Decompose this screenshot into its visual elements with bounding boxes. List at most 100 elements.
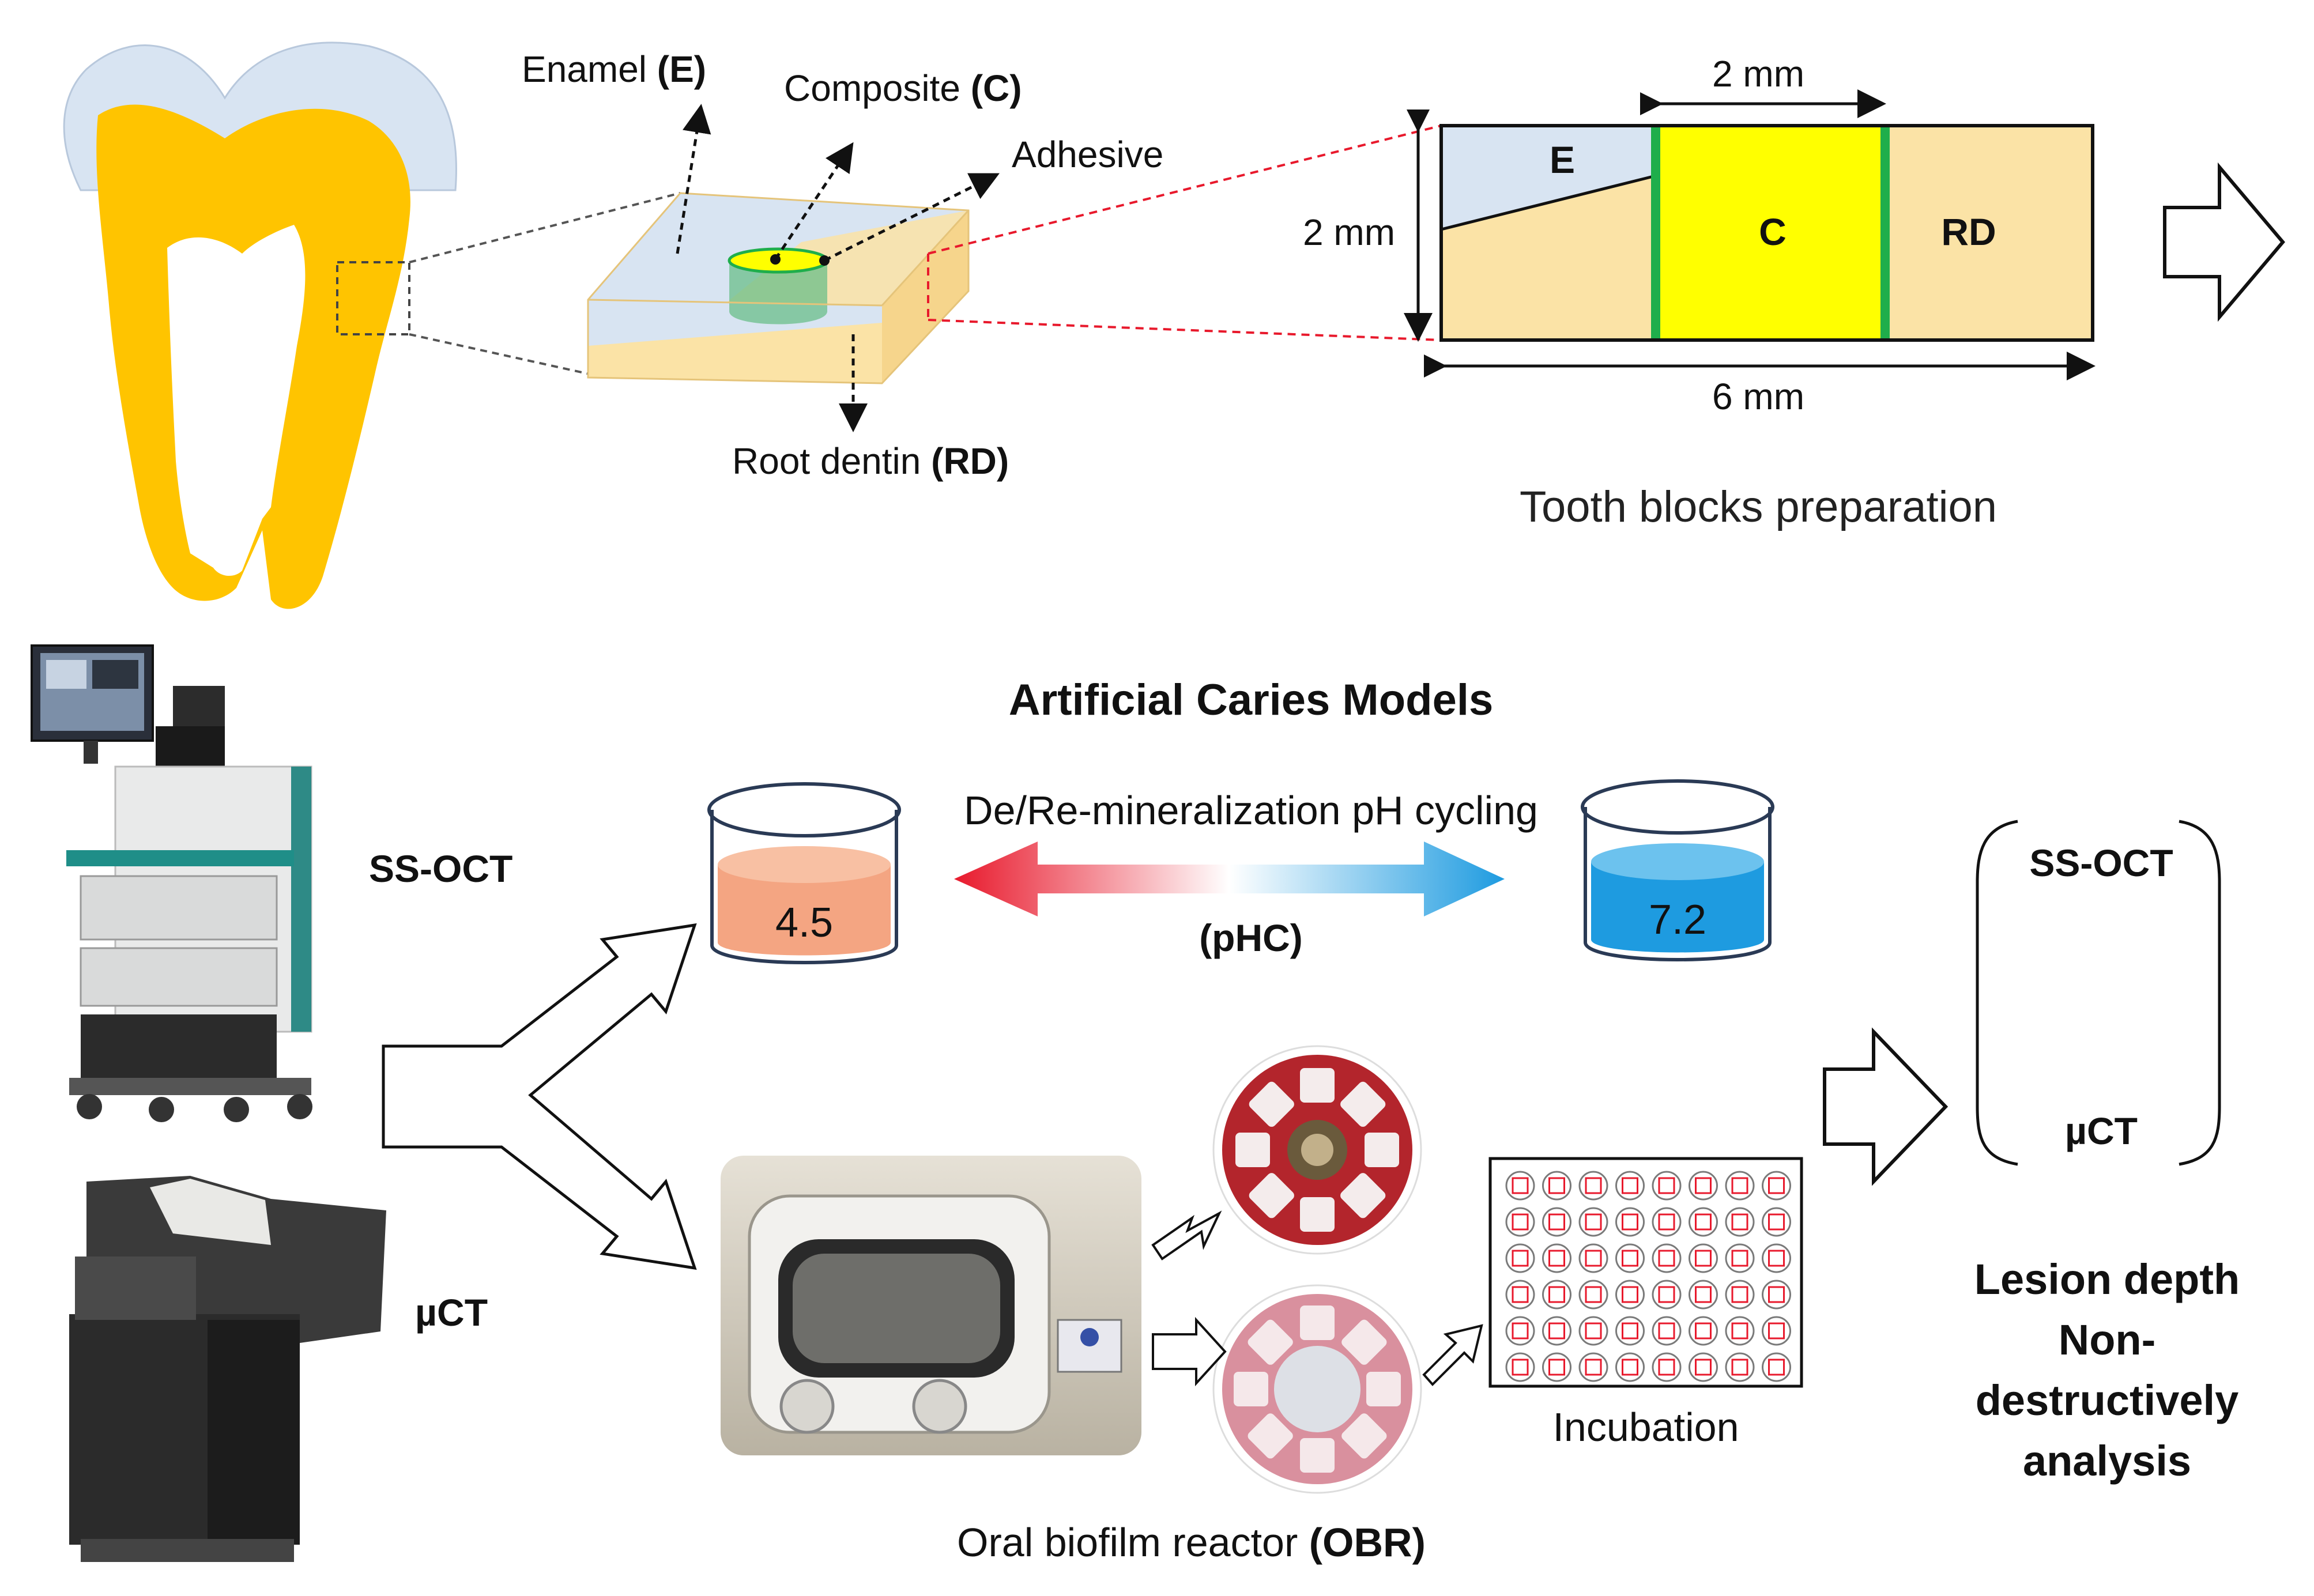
sample-block [1235,1133,1270,1167]
well-circle [1725,1280,1755,1310]
oct-base [69,1078,311,1095]
cross-section [1404,89,2096,380]
analysis-mu-ct: µCT [2065,1110,2138,1152]
well-sample [1731,1322,1748,1340]
disk-top-sample-blocks [1235,1068,1399,1232]
well-circle [1762,1316,1791,1346]
well-sample [1548,1359,1565,1376]
well-circle [1725,1243,1755,1273]
well-circle [1652,1352,1682,1382]
obr-port-right [912,1379,967,1434]
analysis-ss-oct: SS-OCT [2029,842,2173,884]
bracket-right [2179,820,2221,1166]
small-arrow-to-plate [1422,1324,1483,1386]
well-sample [1585,1213,1602,1231]
well-circle [1542,1280,1571,1310]
well-sample [1548,1322,1565,1340]
section-enamel-region [1441,126,1656,229]
region-rd-label: RD [1941,210,1996,253]
obr-port-left [779,1379,835,1434]
red-zoom-bottom [928,319,1442,341]
oct-drawer-2 [80,947,278,1007]
well-sample [1731,1250,1748,1267]
sample-disk-bottom [1212,1284,1422,1494]
well-sample [1585,1250,1602,1267]
well-sample [1512,1286,1529,1303]
sample-block [1300,1306,1335,1340]
ph-high-value: 7.2 [1649,897,1706,943]
ss-oct-instrument-image [31,644,312,1122]
well-circle [1578,1280,1608,1310]
well-circle [1689,1352,1718,1382]
well-circle [1615,1352,1645,1382]
oct-screen-panel-2 [92,660,138,689]
well-circle [1652,1207,1682,1237]
well-circle [1542,1243,1571,1273]
ph-double-arrow [954,842,1505,916]
oct-drawer-1 [80,875,278,941]
well-circle [1578,1352,1608,1382]
well-circle [1689,1207,1718,1237]
region-e-label: E [1550,138,1575,181]
dim-left-label: 2 mm [1303,212,1395,253]
well-circle [1689,1316,1718,1346]
tooth-block-3d [587,104,1442,432]
well-sample [1731,1177,1748,1194]
hollow-arrow-top [2163,162,2285,322]
obr-window-inner [793,1254,1000,1363]
well-circle [1762,1352,1791,1382]
well-sample [1548,1286,1565,1303]
well-circle [1725,1352,1755,1382]
well-sample [1512,1250,1529,1267]
well-sample [1768,1250,1785,1267]
well-circle [1725,1316,1755,1346]
micro-ct-instrument-image [69,1176,386,1562]
well-sample [1622,1322,1638,1340]
well-sample [1622,1177,1638,1194]
disk-bottom-biofilm [1274,1346,1360,1432]
well-sample [1695,1286,1712,1303]
beaker-acid [707,782,901,964]
zoom-line-top [409,192,681,263]
well-sample [1768,1359,1785,1376]
sample-disk-top [1212,1045,1422,1255]
mu-ct-label: µCT [415,1291,488,1334]
well-circle [1652,1316,1682,1346]
section-composite-region [1656,126,1885,340]
section-adhesive-right [1880,126,1890,340]
ct-panel [75,1257,196,1320]
obr-pump-knob [1080,1328,1099,1346]
small-arrow-to-photo [1151,1210,1222,1261]
enamel-arrow [676,104,711,254]
beaker-acid-rim [707,782,901,837]
section-outline [1439,124,2094,342]
well-circle [1725,1171,1755,1201]
well-circle [1542,1352,1571,1382]
well-circle [1689,1280,1718,1310]
well-sample [1585,1359,1602,1376]
well-sample [1512,1213,1529,1231]
sample-block [1300,1068,1335,1103]
well-circle [1505,1280,1535,1310]
beaker-neutral-liquid [1591,862,1764,953]
obr-reactor-photo [721,1156,1141,1455]
beaker-acid-glass [710,810,898,964]
split-arrow [382,923,697,1270]
block-edge [587,299,883,307]
well-circle [1542,1316,1571,1346]
well-sample [1658,1213,1675,1231]
well-sample [1622,1359,1638,1376]
well-circle [1578,1316,1608,1346]
composite-label: Composite (C) [784,67,1022,109]
analysis-line-4: analysis [2023,1437,2191,1485]
ph-cycling-label: De/Re-mineralization pH cycling [964,788,1538,833]
disk-top-hub-inner [1301,1134,1333,1166]
well-sample [1548,1213,1565,1231]
obr-label: Oral biofilm reactor (OBR) [957,1520,1426,1565]
analysis-line-3: destructively [1976,1376,2239,1424]
well-sample [1768,1322,1785,1340]
well-circle [1578,1171,1608,1201]
well-circle [1762,1207,1791,1237]
well-circle [1689,1243,1718,1273]
